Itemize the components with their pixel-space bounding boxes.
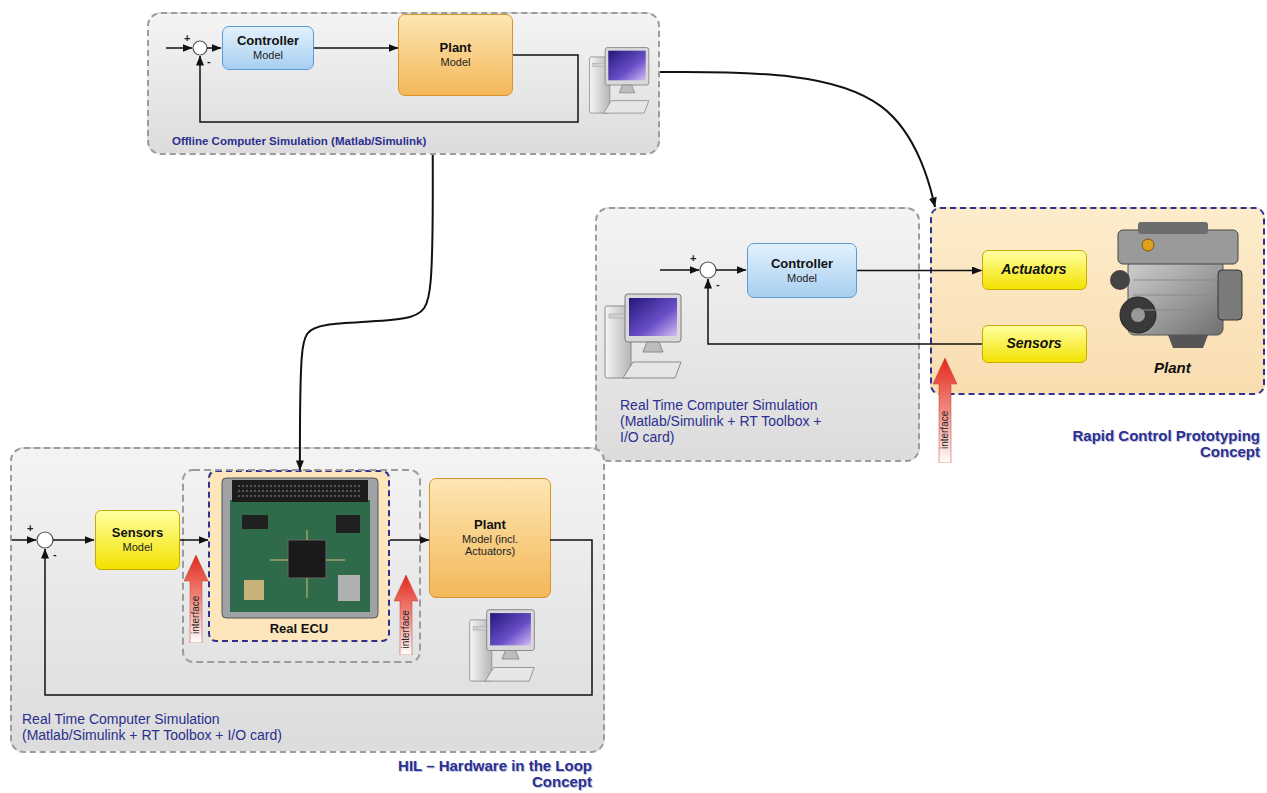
interface-arrow: interface (933, 358, 957, 463)
concept-title: HIL – Hardware in the Loop Concept (362, 758, 592, 790)
sign-box: - (53, 548, 57, 561)
node-text: interface (940, 410, 950, 448)
node-text: Offline Computer Simulation (Matlab/Simu… (172, 135, 532, 148)
sensor-box: SensorsModel (95, 510, 180, 570)
concept-title: Rapid Control Prototyping Concept (1055, 428, 1260, 460)
sign-label: + (690, 252, 696, 265)
ecu-panel: Real ECU (208, 470, 390, 642)
node-text: Model (123, 541, 153, 554)
connector-arrow (300, 155, 433, 470)
node-text: Model (incl. Actuators) (436, 533, 544, 558)
sensor-box: Sensors (982, 325, 1087, 363)
interface-arrow: interface (394, 575, 418, 655)
node-text: Plant (1154, 359, 1224, 376)
plant-panel: Plant ActuatorsSensors (930, 207, 1265, 395)
node-text: Actuators (1001, 261, 1066, 277)
node-text: Real Time Computer Simulation (Matlab/Si… (620, 397, 832, 445)
node-text: Plant (440, 41, 472, 56)
concept-title-box: Rapid Control Prototyping Concept (1055, 428, 1260, 460)
sign-label: - (53, 548, 57, 561)
concept-title-box: HIL – Hardware in the Loop Concept (362, 758, 592, 790)
plant-box: PlantModel (398, 14, 513, 96)
node-text: Real ECU (270, 622, 329, 637)
sign-box: + (690, 252, 696, 265)
interface-arrow-outline (394, 575, 418, 655)
sign-box: + (27, 522, 33, 535)
plant-box: PlantModel (incl. Actuators) (429, 478, 551, 598)
node-text: interface (191, 596, 201, 634)
node-text: Plant (474, 518, 506, 533)
node-text: Sensors (112, 526, 163, 541)
interface-arrow-outline (184, 555, 208, 643)
node-text: Model (253, 49, 283, 62)
sign-label: - (716, 278, 720, 291)
sign-label: + (27, 522, 33, 535)
simulation-panel: Real Time Computer Simulation (Matlab/Si… (595, 207, 920, 462)
node-text: interface (401, 610, 411, 648)
simulation-panel: Offline Computer Simulation (Matlab/Simu… (147, 12, 660, 155)
node-text: Controller (771, 257, 833, 272)
node-text: Model (787, 272, 817, 285)
interface-arrow: interface (184, 555, 208, 643)
node-text: Sensors (1006, 335, 1061, 351)
sign-box: - (207, 55, 211, 68)
node-text: Real Time Computer Simulation (Matlab/Si… (22, 711, 312, 743)
actuator-box: Actuators (982, 250, 1087, 290)
controller-box: ControllerModel (747, 243, 857, 298)
sign-box: - (716, 278, 720, 291)
sign-box: + (184, 32, 190, 45)
simulation-panel: Real Time Computer Simulation (Matlab/Si… (10, 447, 605, 753)
node-text: Model (441, 56, 471, 69)
interface-arrow-outline (933, 358, 957, 463)
connector-arrow (660, 72, 935, 207)
sign-label: - (207, 55, 211, 68)
sign-label: + (184, 32, 190, 45)
node-text: Controller (237, 34, 299, 49)
ecu-frame (183, 470, 420, 662)
controller-box: ControllerModel (222, 26, 314, 70)
